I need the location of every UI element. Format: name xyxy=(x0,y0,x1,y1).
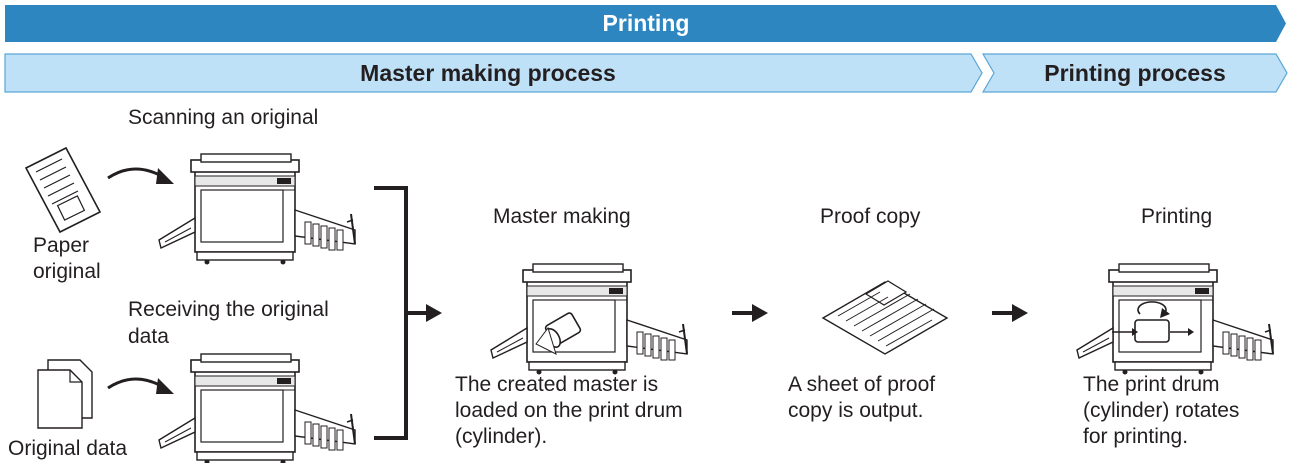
banner-layer xyxy=(4,5,1288,93)
receive-caption-line1: Receiving the original xyxy=(128,298,329,321)
printing-process-banner xyxy=(981,53,1288,93)
top-banner xyxy=(5,5,1286,42)
master-making-desc-3: (cylinder). xyxy=(455,425,548,448)
master-making-desc-2: loaded on the print drum xyxy=(455,399,683,422)
proof-copy-desc-2: copy is output. xyxy=(788,399,924,422)
original-data-icon xyxy=(37,359,93,429)
scanner-machine-top xyxy=(158,153,356,266)
proof-copy-title: Proof copy xyxy=(820,205,921,228)
master-making-banner xyxy=(4,53,983,93)
scan-curved-arrowhead xyxy=(156,168,174,184)
receive-caption-line2: data xyxy=(128,325,169,348)
printing-title: Printing xyxy=(1141,205,1213,228)
paper-original-icon xyxy=(24,146,102,234)
data-curved-arrow xyxy=(107,377,166,390)
printing-desc-2: (cylinder) rotates xyxy=(1083,399,1240,422)
arrow-to-printing xyxy=(992,304,1028,322)
scan-caption: Scanning an original xyxy=(128,106,319,129)
paper-label-line2: original xyxy=(33,260,101,283)
scanner-machine-bottom xyxy=(158,353,356,463)
print-drum-icon xyxy=(1112,301,1194,343)
top-banner-label: Printing xyxy=(602,10,690,36)
data-curved-arrowhead xyxy=(156,378,174,394)
master-making-machine xyxy=(490,263,688,376)
master-making-desc-1: The created master is xyxy=(455,373,659,396)
printing-machine xyxy=(1076,263,1274,376)
merge-bracket xyxy=(374,186,442,440)
arrow-to-proof xyxy=(732,304,768,322)
data-label: Original data xyxy=(8,437,128,460)
scan-curved-arrow xyxy=(107,167,166,180)
master-making-title: Master making xyxy=(493,205,631,228)
paper-label-line1: Paper xyxy=(33,234,90,257)
printing-process-banner-label: Printing process xyxy=(1044,60,1226,86)
master-drum-icon xyxy=(535,312,582,355)
master-making-banner-label: Master making process xyxy=(360,60,616,86)
proof-copy-desc-1: A sheet of proof xyxy=(788,373,936,396)
printing-desc-1: The print drum xyxy=(1083,373,1220,396)
printing-desc-3: for printing. xyxy=(1083,425,1189,448)
proof-sheet-icon xyxy=(821,280,949,355)
